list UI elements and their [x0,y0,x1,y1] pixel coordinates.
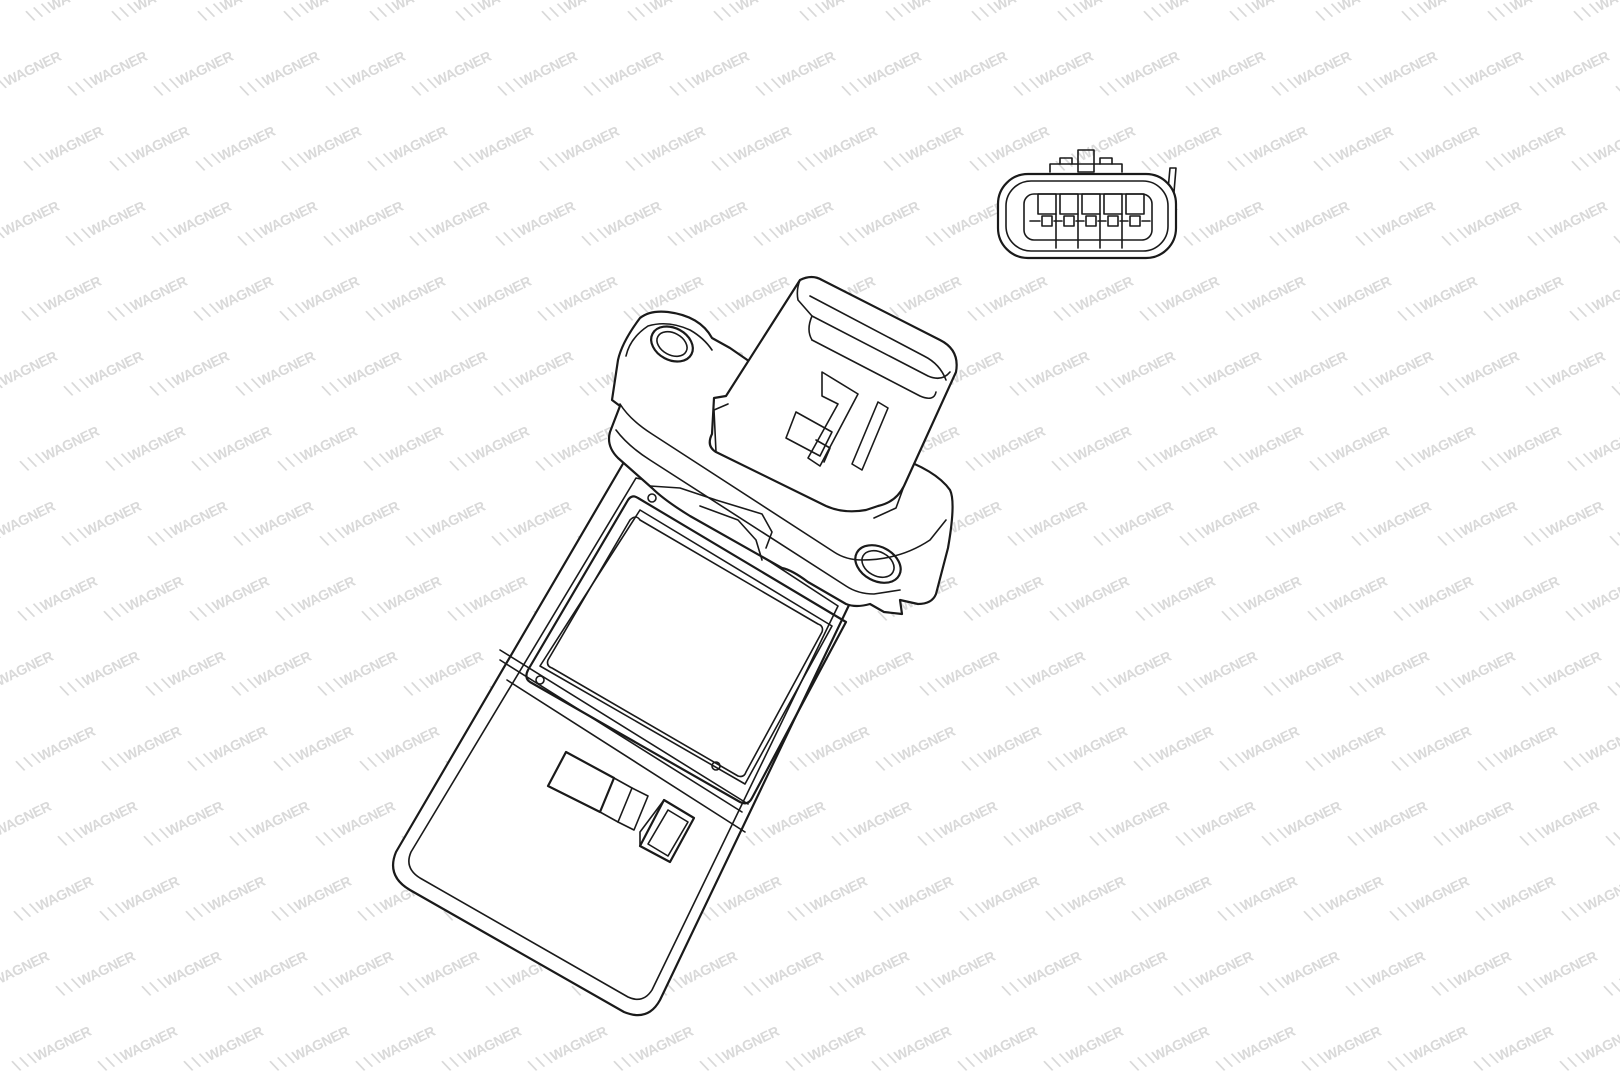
connector-pins [1041,215,1141,227]
sensor-body [392,460,852,1017]
mounting-hole-right [854,544,902,584]
mounting-hole-left [650,325,694,363]
connector-pin-cavities [1037,193,1145,215]
connector-housing [708,275,958,519]
sensor-window [525,493,848,805]
connector-face-view [996,149,1178,260]
bypass-slots [546,750,696,864]
